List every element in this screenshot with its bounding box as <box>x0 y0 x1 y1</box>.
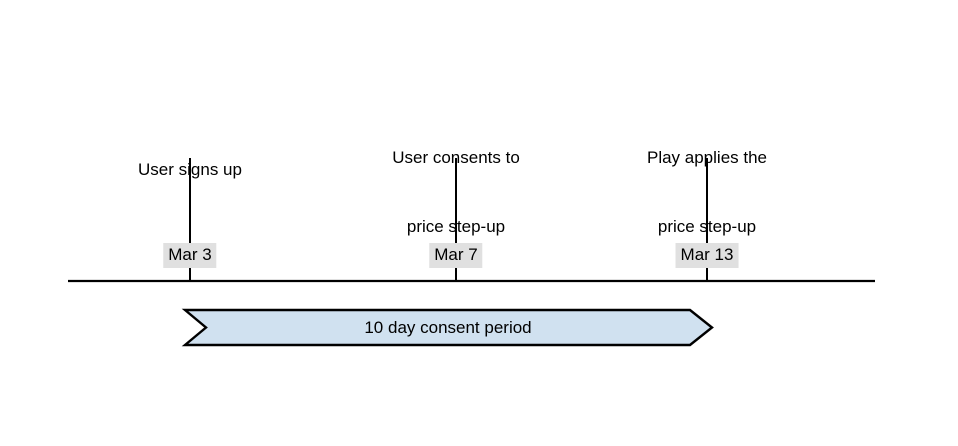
consent-period-banner <box>181 308 714 347</box>
date-chip-mar-3: Mar 3 <box>163 243 217 268</box>
date-chip-mar-7: Mar 7 <box>429 243 483 268</box>
date-chip-mar-13: Mar 13 <box>675 243 739 268</box>
